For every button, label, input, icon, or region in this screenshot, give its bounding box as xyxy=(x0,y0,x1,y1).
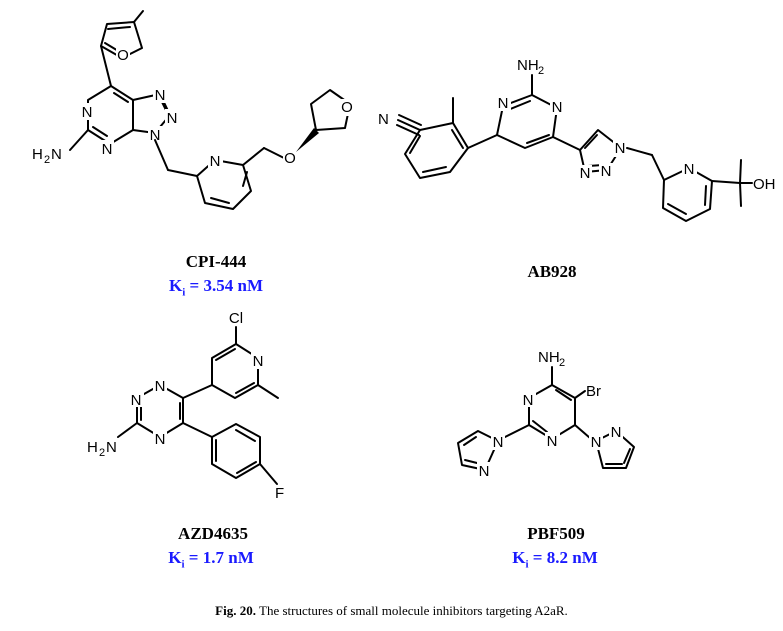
ki-symbol: K xyxy=(169,276,183,295)
ki-pbf509: Ki = 8.2 nM xyxy=(470,548,640,570)
cpi-444-structure: O N N N N N H 2 N N xyxy=(32,10,354,210)
pbf-rpz-n1: N xyxy=(591,434,602,451)
caption-label: Fig. 20. xyxy=(215,603,256,618)
cpi-n4: N xyxy=(167,110,178,127)
cpi-n2: N xyxy=(102,141,113,158)
pbf-amine-nh: NH xyxy=(538,349,560,366)
ki-azd4635: Ki = 1.7 nM xyxy=(126,548,296,570)
ki-value: = 8.2 nM xyxy=(528,548,598,567)
cpi-amine-2: 2 xyxy=(44,154,50,166)
ether-oxygen: O xyxy=(284,150,296,167)
pbf-lpz-n2: N xyxy=(479,463,490,480)
azd4635-structure: N N N H 2 N N Cl F xyxy=(87,310,284,502)
pbf-pyr-n1: N xyxy=(523,392,534,409)
pbf-amine-2: 2 xyxy=(559,357,565,369)
azd-chlorine: Cl xyxy=(229,310,243,327)
ab-hydroxyl: OH xyxy=(753,176,776,193)
cpi-n1: N xyxy=(82,104,93,121)
azd-amine-2: 2 xyxy=(99,447,105,459)
pbf-bromine: Br xyxy=(586,383,601,400)
pbf-lpz-n1: N xyxy=(493,434,504,451)
ab-tri-n3: N xyxy=(580,165,591,182)
caption-text: The structures of small molecule inhibit… xyxy=(255,603,568,618)
figure-caption: Fig. 20. The structures of small molecul… xyxy=(0,603,783,619)
cpi-amine-h: H xyxy=(32,146,43,163)
furan-oxygen: O xyxy=(117,47,129,64)
azd-n3: N xyxy=(155,431,166,448)
azd-n1: N xyxy=(155,378,166,395)
compound-name-pbf509: PBF509 xyxy=(527,524,585,543)
ki-subscript: i xyxy=(181,558,185,571)
cpi-amine-n: N xyxy=(51,146,62,163)
cpi-n5: N xyxy=(150,127,161,144)
ki-value: = 3.54 nM xyxy=(185,276,263,295)
ki-symbol: K xyxy=(168,548,182,567)
ab-tri-n2: N xyxy=(601,163,612,180)
ab-amine-2: 2 xyxy=(538,65,544,77)
azd-pyridine-n: N xyxy=(253,353,264,370)
ab-tri-n1: N xyxy=(615,140,626,157)
azd-amine-h: H xyxy=(87,439,98,456)
ab-pyr-n1: N xyxy=(498,95,509,112)
cpi-n3: N xyxy=(155,87,166,104)
ki-value: = 1.7 nM xyxy=(184,548,254,567)
azd-n2: N xyxy=(131,392,142,409)
thf-oxygen: O xyxy=(341,99,353,116)
ab-pyr-n2: N xyxy=(552,99,563,116)
compound-name-azd4635: AZD4635 xyxy=(178,524,248,543)
nitrile-n: N xyxy=(378,111,389,128)
ki-subscript: i xyxy=(525,558,529,571)
pbf-rpz-n2: N xyxy=(611,424,622,441)
cpi-pyridine-n: N xyxy=(210,153,221,170)
pbf-pyr-n2: N xyxy=(547,433,558,450)
ab928-structure: N N N NH 2 N N N xyxy=(378,57,776,222)
ki-cpi-444: Ki = 3.54 nM xyxy=(126,276,306,298)
ab-pyridine-n: N xyxy=(684,161,695,178)
azd-amine-n: N xyxy=(106,439,117,456)
pbf509-structure: N N NH 2 Br N N N N xyxy=(457,349,635,480)
ab-amine-nh: NH xyxy=(517,57,539,74)
compound-name-ab928: AB928 xyxy=(527,262,577,281)
ki-symbol: K xyxy=(512,548,526,567)
azd-fluorine: F xyxy=(275,485,284,502)
ki-subscript: i xyxy=(182,286,186,299)
compound-name-cpi-444: CPI-444 xyxy=(185,252,247,271)
